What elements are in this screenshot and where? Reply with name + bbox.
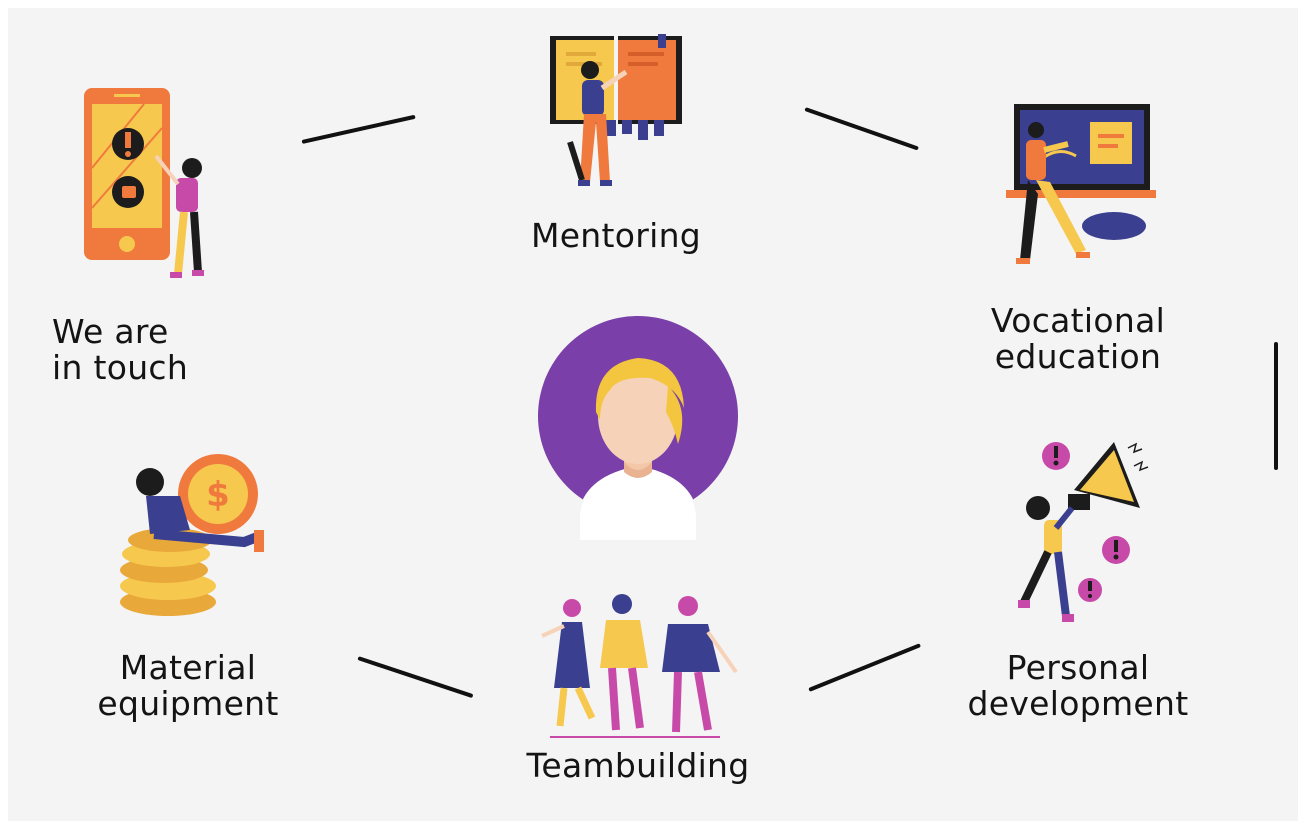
node-teambuilding-label: Teambuilding bbox=[498, 748, 778, 784]
coins-person-icon: $ bbox=[114, 450, 270, 622]
node-touch-label: We are in touch bbox=[52, 314, 252, 386]
diagram-canvas: Mentoring Vocational education bbox=[8, 8, 1298, 821]
connector-vocational-personal bbox=[1274, 342, 1278, 470]
touch-label-line2: in touch bbox=[52, 348, 189, 387]
personal-label-line1: Personal bbox=[1006, 648, 1150, 687]
mentoring-label-text: Mentoring bbox=[530, 216, 702, 255]
open-book-person-icon bbox=[546, 32, 686, 202]
material-label-line1: Material bbox=[119, 648, 257, 687]
node-vocational-label: Vocational education bbox=[963, 303, 1193, 375]
megaphone-person-icon bbox=[1010, 432, 1160, 628]
material-label-line2: equipment bbox=[97, 684, 279, 723]
connector-touch-mentoring bbox=[301, 114, 416, 144]
touch-label-line1: We are bbox=[52, 312, 169, 351]
presentation-board-icon bbox=[1006, 104, 1166, 272]
svg-text:$: $ bbox=[206, 475, 230, 515]
vocational-label-line2: education bbox=[994, 337, 1162, 376]
connector-teambuilding-material bbox=[357, 656, 474, 699]
teambuilding-label-text: Teambuilding bbox=[526, 746, 750, 785]
node-material-label: Material equipment bbox=[78, 650, 298, 722]
personal-label-line2: development bbox=[967, 684, 1189, 723]
node-mentoring-label: Mentoring bbox=[516, 218, 716, 254]
connector-personal-teambuilding bbox=[808, 643, 922, 692]
connector-mentoring-vocational bbox=[804, 107, 919, 151]
user-avatar-icon bbox=[538, 316, 738, 540]
smartphone-person-icon bbox=[84, 88, 214, 284]
group-of-friends-icon bbox=[536, 592, 746, 742]
node-personal-label: Personal development bbox=[953, 650, 1203, 722]
vocational-label-line1: Vocational bbox=[990, 301, 1166, 340]
